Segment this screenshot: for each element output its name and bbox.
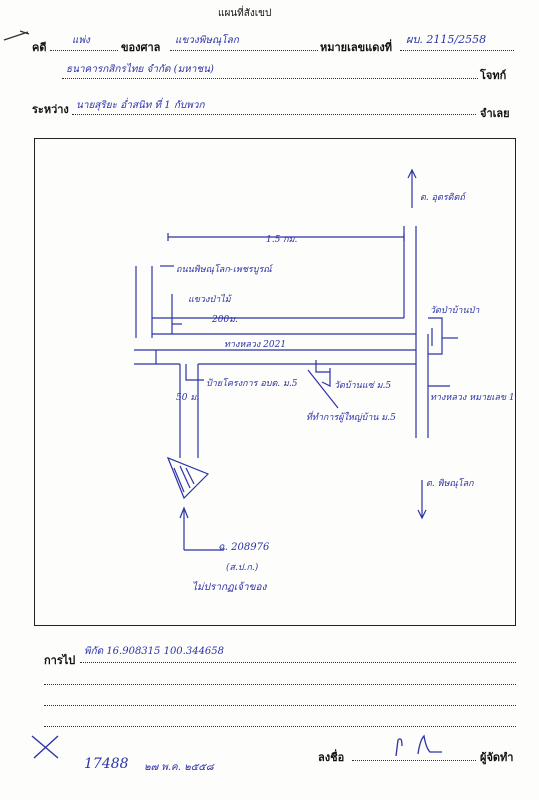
- label-distance: 1.5 กม.: [266, 235, 298, 245]
- map-drawing: ต. อุตรดิตถ์ 1.5 กม. ถนนพิษณุโลก-เพชรบูร…: [134, 168, 516, 593]
- label-village-office: ที่ทำการผู้ใหญ่บ้าน ม.5: [306, 410, 396, 423]
- margin-mark: [3, 30, 30, 41]
- label-forest-temple: วัดป่าบ้านป่า: [430, 305, 480, 316]
- between-label: ระหว่าง: [32, 103, 69, 116]
- label-forest-office: แขวงป่าไม้: [188, 293, 233, 305]
- ref-number: 17488: [84, 756, 129, 772]
- maker-label: ผู้จัดทำ: [480, 751, 514, 764]
- red-no-label: หมายเลขแดงที่: [320, 41, 392, 54]
- label-owner: ไม่ปรากฏเจ้าของ: [192, 581, 267, 593]
- label-highway-2021: ทางหลวง 2021: [224, 340, 286, 350]
- route-label: การไป: [44, 654, 76, 667]
- cross-mark: [31, 735, 59, 759]
- label-highway-11: ทางหลวง หมายเลข 11: [430, 393, 516, 403]
- defendant-name: นายสุริยะ อ่ำสนิท ที่ 1 กับพวก: [76, 100, 205, 111]
- plaintiff-name: ธนาคารกสิกรไทย จำกัด (มหาชน): [66, 64, 214, 75]
- case-type-value: แพ่ง: [72, 35, 90, 46]
- label-deed-no: ฉ. 208976: [218, 542, 270, 553]
- label-road-phitsanulok: ถนนพิษณุโลก-เพชรบูรณ์: [176, 263, 274, 275]
- sign-label: ลงชื่อ: [318, 751, 345, 764]
- plaintiff-label: โจทก์: [480, 69, 507, 82]
- route-value: พิกัด 16.908315 100.344658: [84, 646, 225, 657]
- case-label: คดี: [32, 41, 47, 54]
- label-to-phitsanulok: ต. พิษณุโลก: [426, 477, 474, 489]
- label-dist-200: 200ม.: [211, 315, 238, 325]
- court-name-value: แขวงพิษณุโลก: [175, 35, 239, 46]
- date-stamp: ๒๗ พ.ค. ๒๕๕๘: [144, 762, 214, 773]
- label-land-status: (ส.ป.ก.): [226, 562, 259, 573]
- defendant-label: จำเลย: [480, 107, 510, 120]
- page-title: แผนที่สังเขป: [218, 8, 272, 19]
- label-distance-50: 50 ม.: [176, 393, 199, 403]
- label-village-sign: ป้ายโครงการ อบต. ม.5: [206, 377, 298, 389]
- red-no-value: ผบ. 2115/2558: [406, 33, 487, 46]
- label-to-uttaradit: ต. อุตรดิตถ์: [420, 192, 467, 203]
- signature: [395, 734, 442, 757]
- map-frame: ต. อุตรดิตถ์ 1.5 กม. ถนนพิษณุโลก-เพชรบูร…: [34, 138, 516, 626]
- court-label: ของศาล: [121, 41, 161, 54]
- label-temple: วัดบ้านแซ่ ม.5: [334, 380, 391, 391]
